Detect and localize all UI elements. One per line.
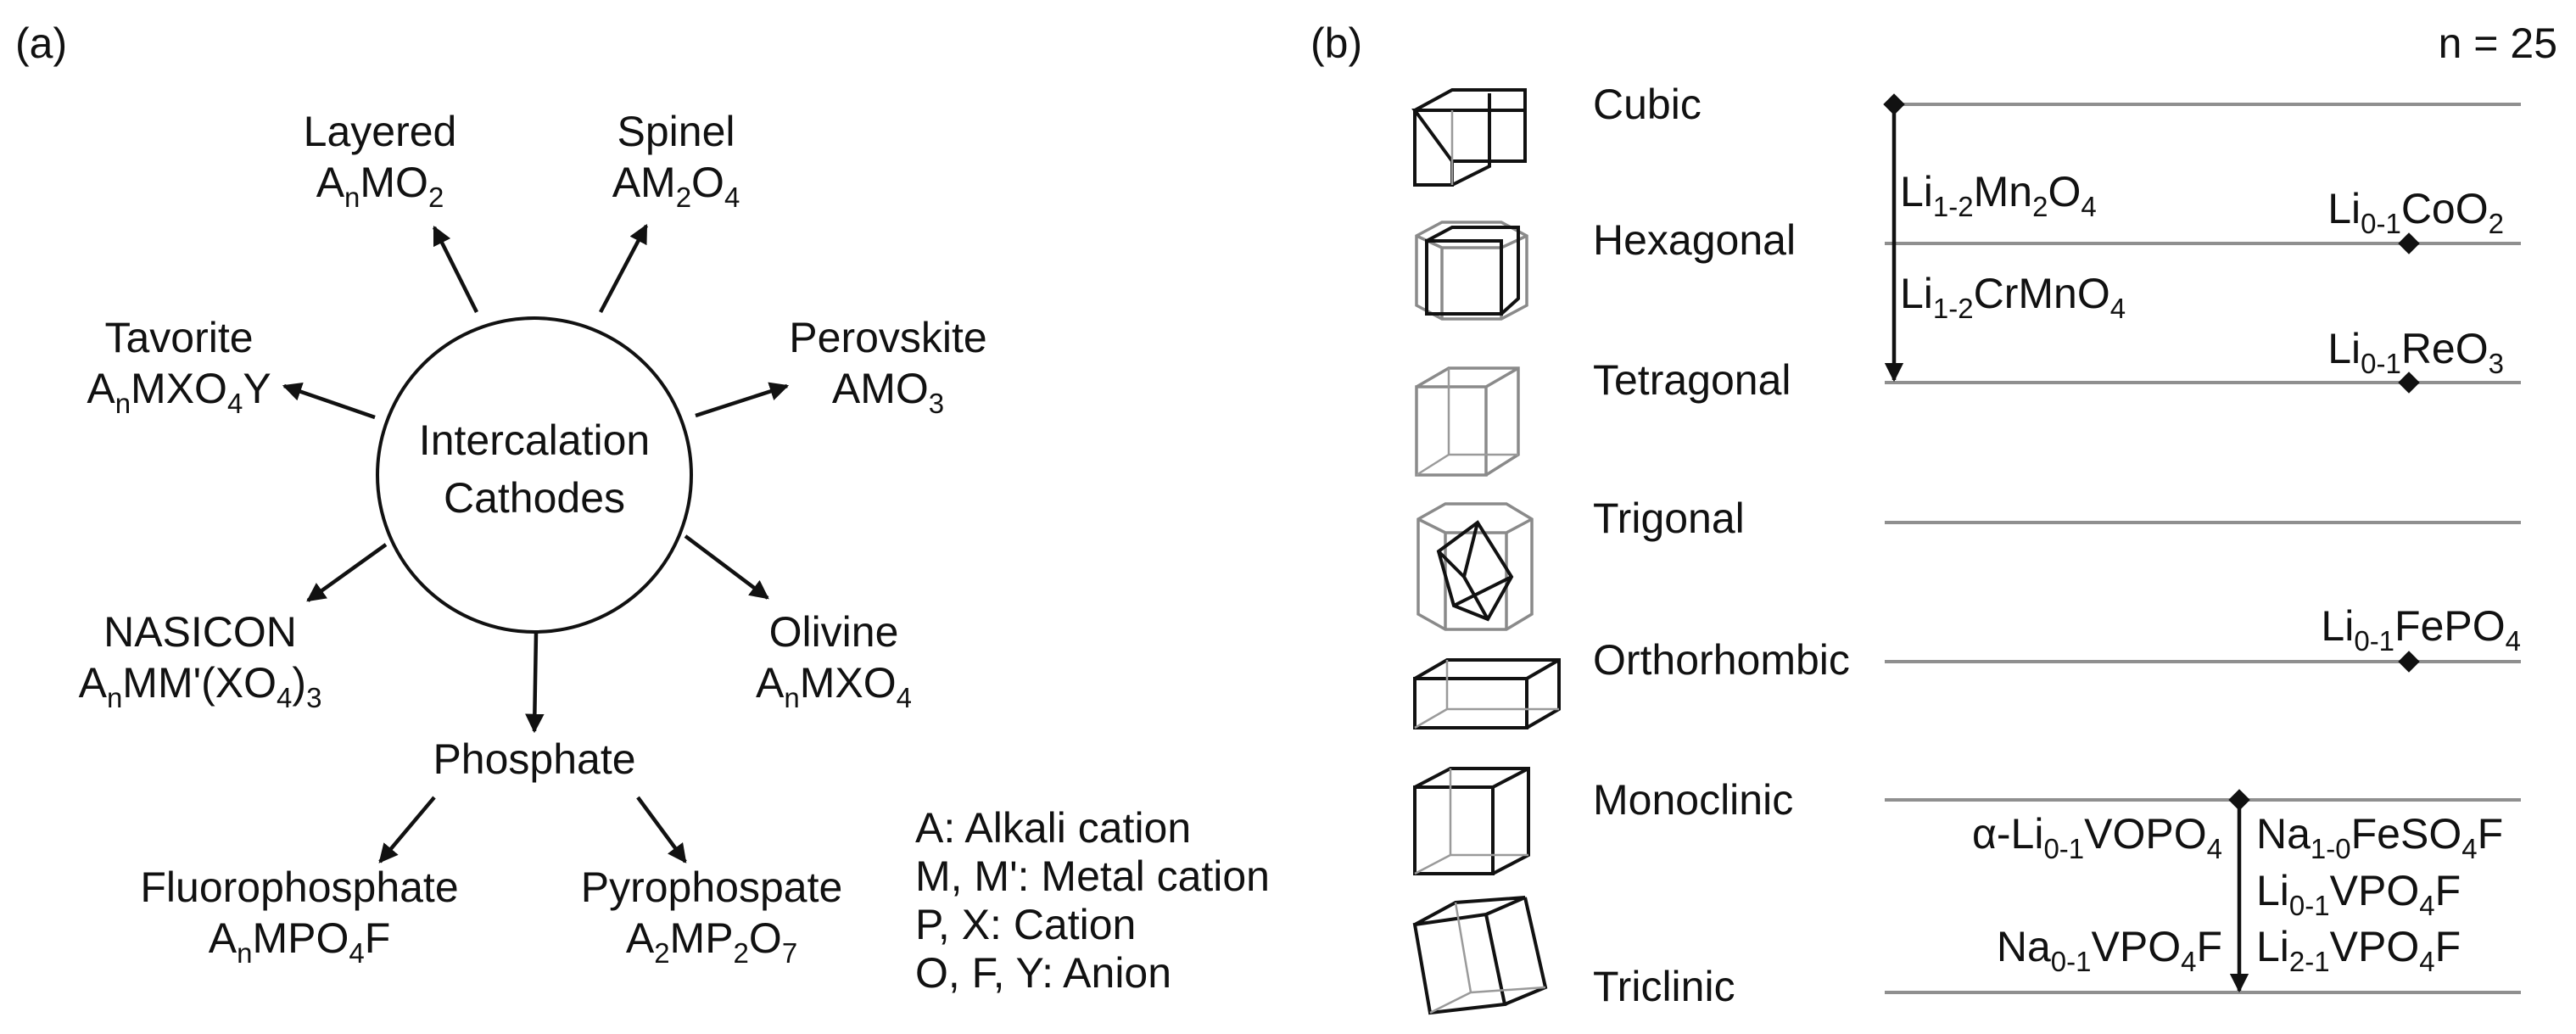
stable-label-licoo2: Li0-1CoO2 — [2327, 185, 2504, 239]
stable-label-lifepo4: Li0-1FePO4 — [2321, 602, 2521, 657]
transition-start-marker-cubic — [1883, 93, 1905, 115]
family-perovskite-formula: AMO3 — [832, 365, 944, 419]
arrow-tavorite — [282, 382, 376, 420]
family-layered-formula: AnMO2 — [316, 159, 444, 213]
stable-marker-orthorhombic — [2398, 651, 2420, 673]
fluorophosphate-formula: AnMPO4F — [209, 914, 391, 969]
system-hexagonal: Hexagonal — [1593, 216, 1796, 264]
family-tavorite-formula: AnMXO4Y — [87, 365, 271, 419]
center-circle — [376, 316, 693, 634]
panel-b-label: (b) — [1310, 20, 1362, 67]
arrow-pyrophosphate — [636, 796, 687, 864]
panel-b: (b) n = 25 — [1310, 20, 2557, 1015]
stable-marker-tetragonal — [2398, 372, 2420, 394]
center-line-2: Cathodes — [444, 474, 625, 522]
legend-line-4: O, F, Y: Anion — [915, 949, 1171, 997]
system-trigonal: Trigonal — [1593, 495, 1745, 542]
family-perovskite-name: Perovskite — [789, 314, 986, 361]
transition-label-limn2o4: Li1-2Mn2O4 — [1900, 168, 2097, 222]
system-tetragonal: Tetragonal — [1593, 356, 1791, 404]
transition-label-licrmno4: Li1-2CrMnO4 — [1900, 270, 2126, 324]
center-line-1: Intercalation — [419, 416, 650, 464]
family-olivine-name: Olivine — [769, 608, 899, 656]
transition-label-livpo4f-21: Li2-1VPO4F — [2256, 923, 2461, 977]
family-nasicon-name: NASICON — [103, 608, 297, 656]
count-label: n = 25 — [2439, 20, 2557, 67]
cubic-crystal-icon — [1411, 88, 1527, 187]
fluorophosphate-name: Fluorophosphate — [140, 864, 458, 911]
family-spinel-name: Spinel — [617, 108, 735, 155]
family-nasicon-formula: AnMM'(XO4)3 — [79, 659, 322, 713]
tetragonal-crystal-icon — [1415, 366, 1520, 477]
trigonal-crystal-icon — [1417, 502, 1534, 631]
hexagonal-crystal-icon — [1415, 221, 1528, 321]
stable-marker-hexagonal — [2398, 232, 2420, 254]
arrow-phosphate — [525, 632, 545, 734]
phosphate-label: Phosphate — [433, 735, 635, 783]
arrow-fluorophosphate — [378, 796, 436, 864]
panel-a-label: (a) — [15, 20, 67, 67]
triclinic-crystal-icon — [1412, 896, 1548, 1015]
transition-label-alpha-livopo4: α-Li0-1VOPO4 — [1972, 810, 2222, 864]
system-triclinic: Triclinic — [1593, 963, 1735, 1010]
family-tavorite-name: Tavorite — [104, 314, 253, 361]
family-olivine-formula: AnMXO4 — [756, 659, 912, 713]
family-layered-name: Layered — [304, 108, 457, 155]
system-cubic: Cubic — [1593, 81, 1702, 128]
transition-start-marker-monoclinic — [2228, 789, 2250, 811]
arrow-nasicon — [306, 543, 388, 602]
panel-a: (a) Intercalation Cathodes Layered AnMO2… — [15, 20, 1270, 997]
orthorhombic-crystal-icon — [1413, 658, 1561, 729]
arrow-spinel — [599, 224, 648, 314]
stable-label-lireo3: Li0-1ReO3 — [2327, 325, 2504, 379]
system-monoclinic: Monoclinic — [1593, 776, 1793, 824]
legend-line-3: P, X: Cation — [915, 901, 1136, 948]
pyrophosphate-name: Pyrophospate — [581, 864, 843, 911]
transition-label-nafeso4f: Na1-0FeSO4F — [2256, 810, 2503, 864]
legend-line-1: A: Alkali cation — [915, 804, 1191, 852]
pyrophosphate-formula: A2MP2O7 — [626, 914, 797, 969]
legend-line-2: M, M': Metal cation — [915, 852, 1270, 900]
transition-label-livpo4f-01: Li0-1VPO4F — [2256, 867, 2461, 921]
arrow-layered — [432, 225, 479, 314]
arrow-perovskite — [695, 382, 790, 418]
system-orthorhombic: Orthorhombic — [1593, 636, 1850, 684]
family-spinel-formula: AM2O4 — [612, 159, 740, 213]
monoclinic-crystal-icon — [1413, 767, 1530, 875]
arrow-olivine — [684, 534, 769, 600]
transition-label-navpo4f: Na0-1VPO4F — [1997, 923, 2222, 977]
